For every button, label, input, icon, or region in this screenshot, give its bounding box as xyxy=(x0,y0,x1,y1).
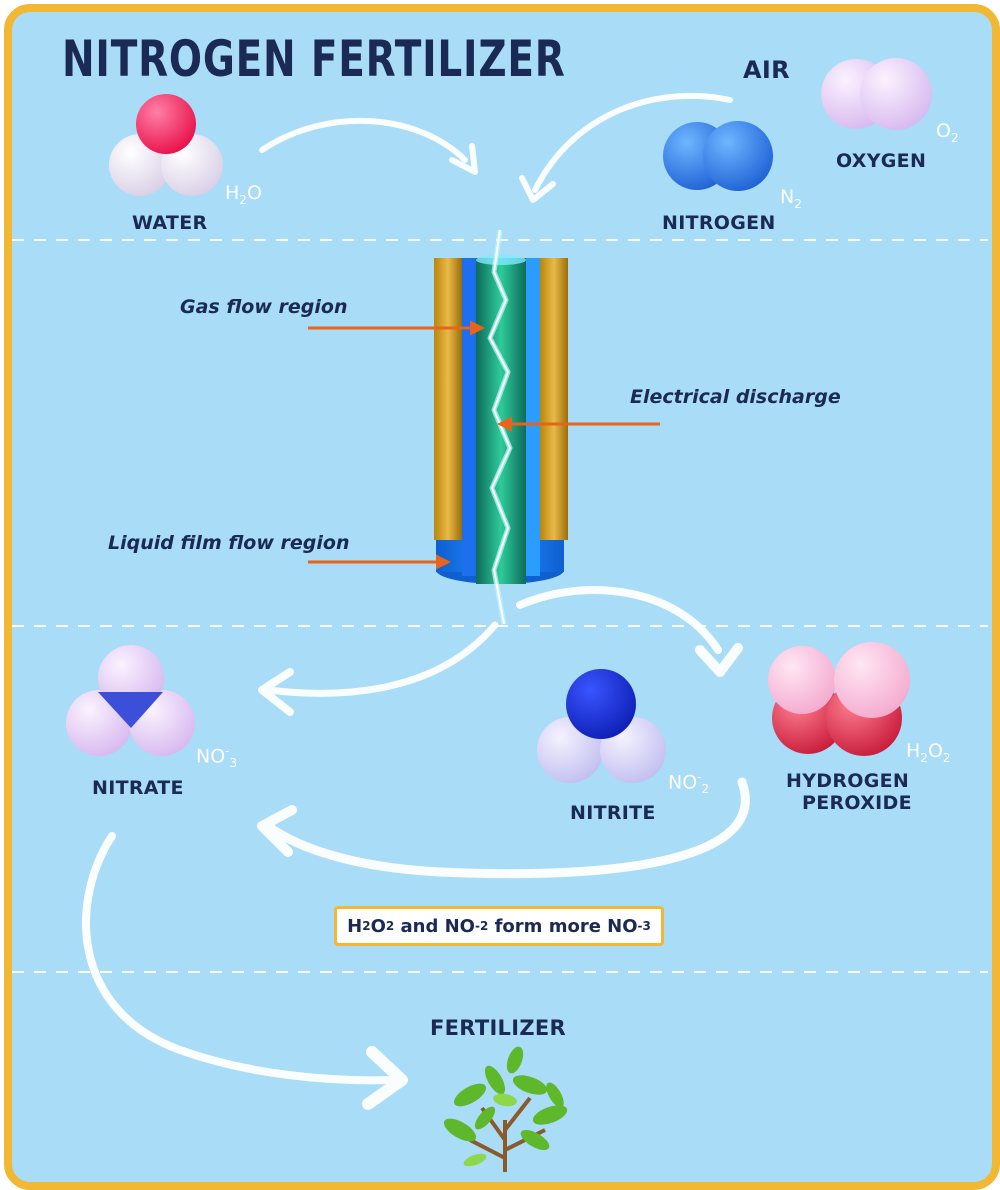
water-label: WATER xyxy=(132,212,208,234)
page-title: NITROGEN FERTILIZER xyxy=(62,30,566,88)
nitrogen-formula: N2 xyxy=(780,186,802,211)
nitrite-molecule xyxy=(537,669,666,783)
gas-flow-label: Gas flow region xyxy=(180,296,348,318)
fertilizer-label: FERTILIZER xyxy=(430,1016,566,1040)
nitrate-molecule xyxy=(66,645,195,756)
nitrogen-label: NITROGEN xyxy=(662,212,776,234)
electrical-discharge-label: Electrical discharge xyxy=(630,386,841,408)
hydrogen-peroxide-molecule xyxy=(768,642,910,756)
hydrogen-peroxide-label-line1: HYDROGEN xyxy=(786,770,910,792)
plant-icon xyxy=(443,1046,568,1172)
nitrate-formula: NO-3 xyxy=(196,744,238,771)
liquid-film-flow-label: Liquid film flow region xyxy=(108,532,350,554)
callout-arrows xyxy=(308,320,660,570)
nitrite-label: NITRITE xyxy=(570,802,656,824)
air-label: AIR xyxy=(743,56,790,84)
flow-arrows xyxy=(82,92,750,1110)
water-molecule xyxy=(109,94,223,196)
oxygen-formula: O2 xyxy=(936,120,959,145)
nitrate-label: NITRATE xyxy=(92,777,184,799)
hydrogen-peroxide-formula: H2O2 xyxy=(906,740,951,765)
electrical-discharge-bolt xyxy=(487,229,513,625)
diagram-frame xyxy=(4,4,1000,1190)
nitrite-formula: NO-2 xyxy=(668,770,710,797)
hydrogen-peroxide-label-line2: PEROXIDE xyxy=(802,792,912,814)
nitrogen-molecule xyxy=(663,121,773,191)
water-formula: H2O xyxy=(225,182,262,207)
reactor-tube xyxy=(434,255,568,584)
oxygen-label: OXYGEN xyxy=(836,150,927,172)
oxygen-molecule xyxy=(821,58,932,130)
